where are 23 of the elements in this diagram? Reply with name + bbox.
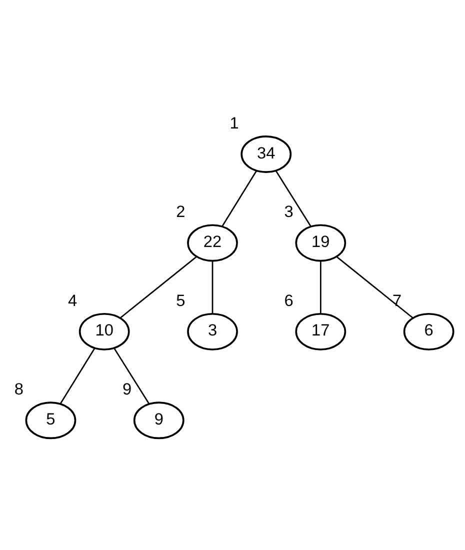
node-label: 5 <box>176 291 186 310</box>
node-label: 9 <box>122 380 132 398</box>
node-ellipse: 19 <box>295 224 346 262</box>
node-label: 8 <box>14 380 24 398</box>
node-ellipse: 34 <box>240 135 292 172</box>
connector <box>320 260 322 314</box>
node-ellipse: 9 <box>133 401 184 439</box>
connector <box>212 260 214 314</box>
node-label: 6 <box>284 291 294 310</box>
connector <box>120 256 197 318</box>
node-ellipse: 6 <box>403 312 454 350</box>
connector <box>222 170 257 226</box>
node-label: 3 <box>284 202 294 221</box>
node-ellipse: 5 <box>25 401 76 439</box>
node-label: 1 <box>230 114 239 132</box>
node-label: 2 <box>176 202 186 221</box>
node-ellipse: 10 <box>78 312 130 350</box>
node-label: 4 <box>68 291 78 310</box>
connector <box>336 256 414 318</box>
connector <box>60 348 96 404</box>
node-ellipse: 22 <box>187 224 238 262</box>
node-ellipse: 17 <box>295 312 346 350</box>
node-ellipse: 3 <box>187 312 238 350</box>
